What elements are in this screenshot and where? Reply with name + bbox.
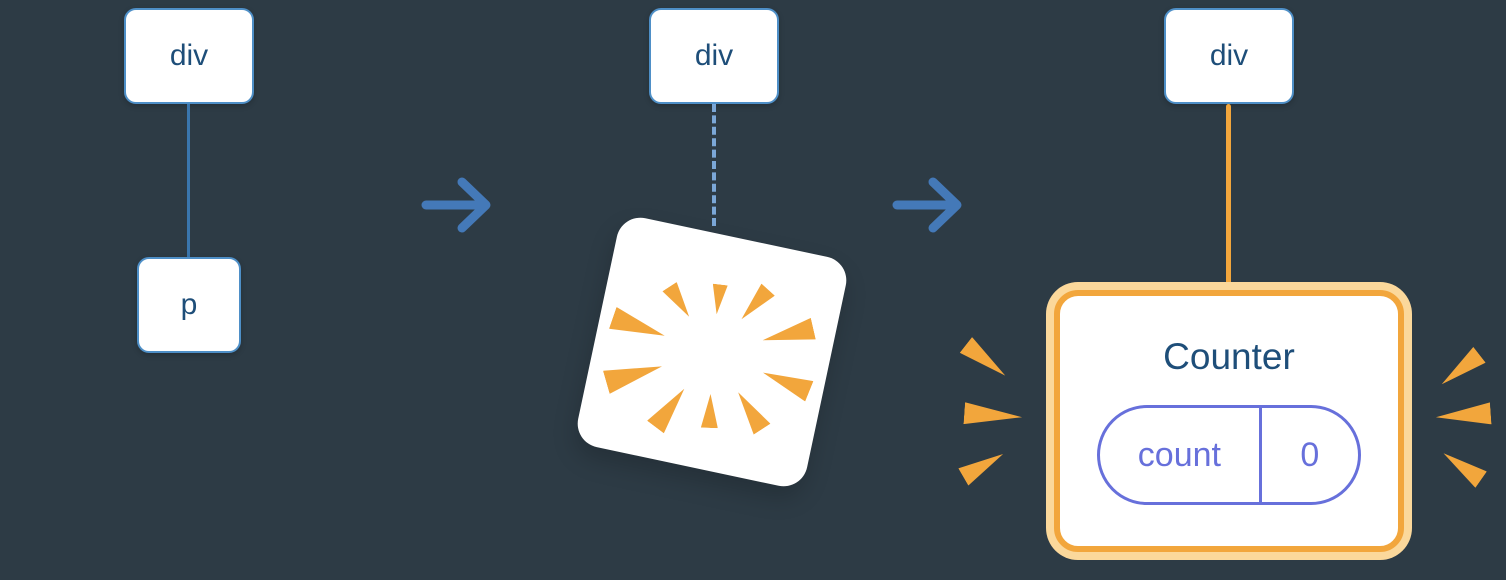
- burst-ray: [759, 362, 814, 401]
- burst-ray: [735, 284, 775, 326]
- node-label: div: [169, 39, 209, 72]
- tree-node-div-before: div: [124, 8, 254, 104]
- spark-icon: [958, 445, 1008, 485]
- tree-node-div-during: div: [649, 8, 779, 104]
- spark-icon: [1438, 445, 1487, 488]
- tree-node-div-after: div: [1164, 8, 1294, 104]
- component-title: Counter: [1163, 336, 1295, 377]
- spark-icon: [960, 337, 1012, 384]
- state-value: 0: [1300, 435, 1320, 474]
- burst-ray: [760, 318, 816, 351]
- state-key: count: [1100, 408, 1262, 502]
- spark-icon: [1436, 347, 1486, 392]
- arrow-right-icon: [421, 177, 491, 233]
- edge-dashed-detached: [712, 104, 716, 226]
- burst-ray: [609, 307, 668, 347]
- burst-ray: [730, 387, 771, 435]
- counter-component-card: Counter count 0: [1054, 290, 1404, 552]
- node-label: div: [1209, 39, 1249, 72]
- node-label: p: [180, 288, 198, 321]
- burst-ray: [603, 355, 665, 394]
- burst-ray: [662, 282, 696, 321]
- burst-ray: [709, 284, 728, 316]
- node-label: div: [694, 39, 734, 72]
- state-pill: count 0: [1097, 405, 1361, 505]
- tree-node-p: p: [137, 257, 241, 353]
- burst-ray: [701, 394, 719, 429]
- poof-burst-icon: [573, 213, 851, 491]
- burst-ray: [647, 382, 693, 433]
- spark-icon: [963, 402, 1022, 428]
- edge-div-to-counter: [1226, 104, 1231, 286]
- edge-div-to-p: [187, 104, 190, 257]
- spark-icon: [1435, 402, 1491, 428]
- arrow-right-icon: [892, 177, 962, 233]
